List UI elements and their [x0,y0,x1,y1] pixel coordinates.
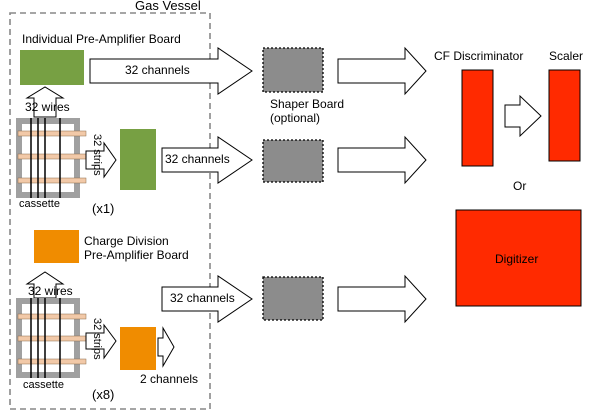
charge-division-strip-board [120,327,156,370]
charge-division-label-2: Pre-Amplifier Board [84,248,189,262]
charge-division-board [34,230,79,263]
digitizer-box [455,209,582,307]
arrow-discriminator-to-scaler [504,94,542,138]
individual-strip-board [120,129,156,190]
gas-vessel-label: Gas Vessel [135,0,201,13]
charge-division-strip-channels: 2 channels [140,372,199,386]
strips-right-arrow-2 [85,323,117,360]
charge-division-wire-channels: 32 channels [170,291,235,305]
cassette-1 [16,118,87,198]
shaper-board-1 [262,47,324,93]
charge-division-label-1: Charge Division [84,234,169,248]
wires-up-arrow [25,86,65,118]
gas-vessel-boundary [9,12,211,410]
charge-division-cassette-label: cassette [23,379,64,391]
individual-preamp-board [20,50,84,85]
strips-right-arrow-1 [85,141,117,179]
cassette-2 [16,298,87,378]
arrow-to-shaper-1 [89,47,253,95]
arrow-to-shaper-3 [161,275,253,323]
cf-discriminator-box [461,69,494,167]
arrow-shaper-to-digitizer [337,274,427,324]
scaler-label: Scaler [549,49,584,63]
individual-multiplicity: (x1) [92,201,115,216]
arrow-to-shaper-2 [161,136,253,184]
arrow-shaper-to-discriminator-1 [337,46,427,96]
cf-discriminator-label: CF Discriminator [434,49,524,63]
charge-division-strips-label: 32 strips [91,318,103,360]
individual-wires-label: 32 wires [25,100,70,114]
arrow-shaper-to-discriminator-2 [337,135,427,185]
wires-up-arrow-2 [25,271,65,299]
individual-strip-channels: 32 channels [165,152,230,166]
shaper-board-3 [262,276,324,321]
individual-board-label: Individual Pre-Amplifier Board [22,32,181,46]
individual-strips-label: 32 strips [91,134,103,176]
charge-division-multiplicity: (x8) [92,387,115,402]
charge-division-wires-label: 32 wires [28,284,73,298]
individual-wire-channels: 32 channels [125,63,190,77]
digitizer-label: Digitizer [495,252,539,266]
shaper-label-1: Shaper Board [270,97,345,111]
or-label: Or [513,179,527,193]
shaper-label-2: (optional) [270,111,321,125]
scaler-box [548,69,581,162]
two-channel-arrow [157,326,175,368]
individual-cassette-label: cassette [19,198,60,210]
shaper-board-2 [262,139,324,183]
